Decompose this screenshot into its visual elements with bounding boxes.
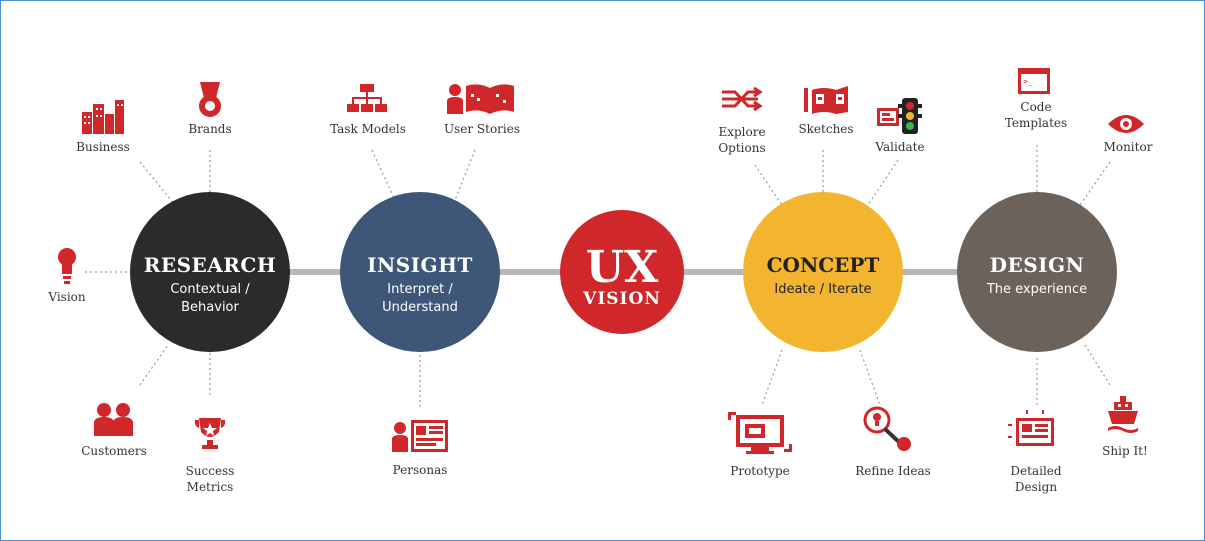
research-sub2: Behavior: [181, 300, 239, 315]
persona-card-icon: [392, 420, 448, 452]
traffic-light-icon: [877, 98, 922, 134]
buildings-icon: [82, 100, 124, 134]
vision-subtitle: VISION: [582, 289, 661, 309]
prototype-label: Prototype: [730, 464, 789, 478]
layout-icon: [1008, 410, 1054, 446]
node-validate: Validate: [874, 98, 925, 154]
spokes: [85, 145, 1111, 410]
task-models-label: Task Models: [330, 122, 406, 136]
customers-label: Customers: [81, 444, 147, 458]
explore-label-2: Options: [718, 141, 765, 155]
hub-concept: CONCEPT Ideate / Iterate: [743, 192, 903, 352]
lightbulb-icon: [58, 248, 76, 284]
research-title: RESEARCH: [144, 253, 277, 277]
refine-ideas-label: Refine Ideas: [855, 464, 931, 478]
detailed-label-2: Design: [1015, 480, 1057, 494]
ship-it-label: Ship It!: [1102, 444, 1148, 458]
storybook-icon: [447, 84, 514, 114]
node-business: Business: [76, 100, 130, 154]
code-label-2: Templates: [1005, 116, 1067, 130]
node-code-templates: >_ Code Templates: [1005, 68, 1067, 130]
node-brands: Brands: [188, 82, 232, 136]
success-label-1: Success: [186, 464, 235, 478]
insight-circle: [340, 192, 500, 352]
ship-icon: [1108, 396, 1138, 433]
explore-label-1: Explore: [718, 125, 765, 139]
research-circle: [130, 192, 290, 352]
node-detailed-design: Detailed Design: [1008, 410, 1062, 494]
trophy-icon: [194, 418, 226, 449]
vision-label: Vision: [47, 290, 86, 304]
sketches-label: Sketches: [798, 122, 853, 136]
vision-circle: [560, 210, 684, 334]
personas-label: Personas: [393, 463, 448, 477]
concept-title: CONCEPT: [767, 253, 880, 277]
design-title: DESIGN: [990, 253, 1085, 277]
shuffle-arrows-icon: [722, 86, 763, 112]
hub-research: RESEARCH Contextual / Behavior: [130, 192, 290, 352]
concept-sub1: Ideate / Iterate: [774, 282, 871, 297]
brands-label: Brands: [188, 122, 231, 136]
detailed-label-1: Detailed: [1010, 464, 1061, 478]
people-icon: [94, 403, 133, 436]
design-sub1: The experience: [986, 282, 1087, 297]
svg-text:>_: >_: [1023, 77, 1033, 86]
terminal-icon: >_: [1018, 68, 1050, 94]
hub-insight: INSIGHT Interpret / Understand: [340, 192, 500, 352]
business-label: Business: [76, 140, 130, 154]
vision-title: UX: [586, 242, 659, 293]
node-ship-it: Ship It!: [1102, 396, 1148, 458]
node-task-models: Task Models: [330, 84, 406, 136]
node-monitor: Monitor: [1104, 115, 1153, 154]
node-success-metrics: Success Metrics: [186, 418, 235, 494]
node-prototype: Prototype: [728, 412, 792, 478]
node-personas: Personas: [392, 420, 448, 477]
eye-icon: [1108, 115, 1144, 133]
node-user-stories: User Stories: [444, 84, 520, 136]
node-vision: Vision: [47, 248, 86, 304]
node-refine-ideas: Refine Ideas: [855, 406, 931, 478]
medal-icon: [199, 82, 221, 117]
node-sketches: Sketches: [798, 86, 854, 136]
node-customers: Customers: [81, 403, 147, 458]
research-sub1: Contextual /: [170, 282, 250, 297]
code-label-1: Code: [1020, 100, 1051, 114]
magnifier-bulb-icon: [863, 406, 911, 451]
monitor-label: Monitor: [1104, 140, 1153, 154]
concept-circle: [743, 192, 903, 352]
validate-label: Validate: [874, 140, 924, 154]
design-circle: [957, 192, 1117, 352]
user-stories-label: User Stories: [444, 122, 520, 136]
monitor-wireframe-icon: [728, 412, 792, 454]
hierarchy-icon: [347, 84, 387, 112]
sketchbook-icon: [804, 86, 848, 114]
insight-sub1: Interpret /: [387, 282, 453, 297]
hub-ux-vision: UX VISION: [560, 210, 684, 334]
insight-title: INSIGHT: [367, 253, 473, 277]
hub-design: DESIGN The experience: [957, 192, 1117, 352]
node-explore-options: Explore Options: [718, 86, 766, 155]
insight-sub2: Understand: [382, 300, 458, 315]
success-label-2: Metrics: [187, 480, 234, 494]
